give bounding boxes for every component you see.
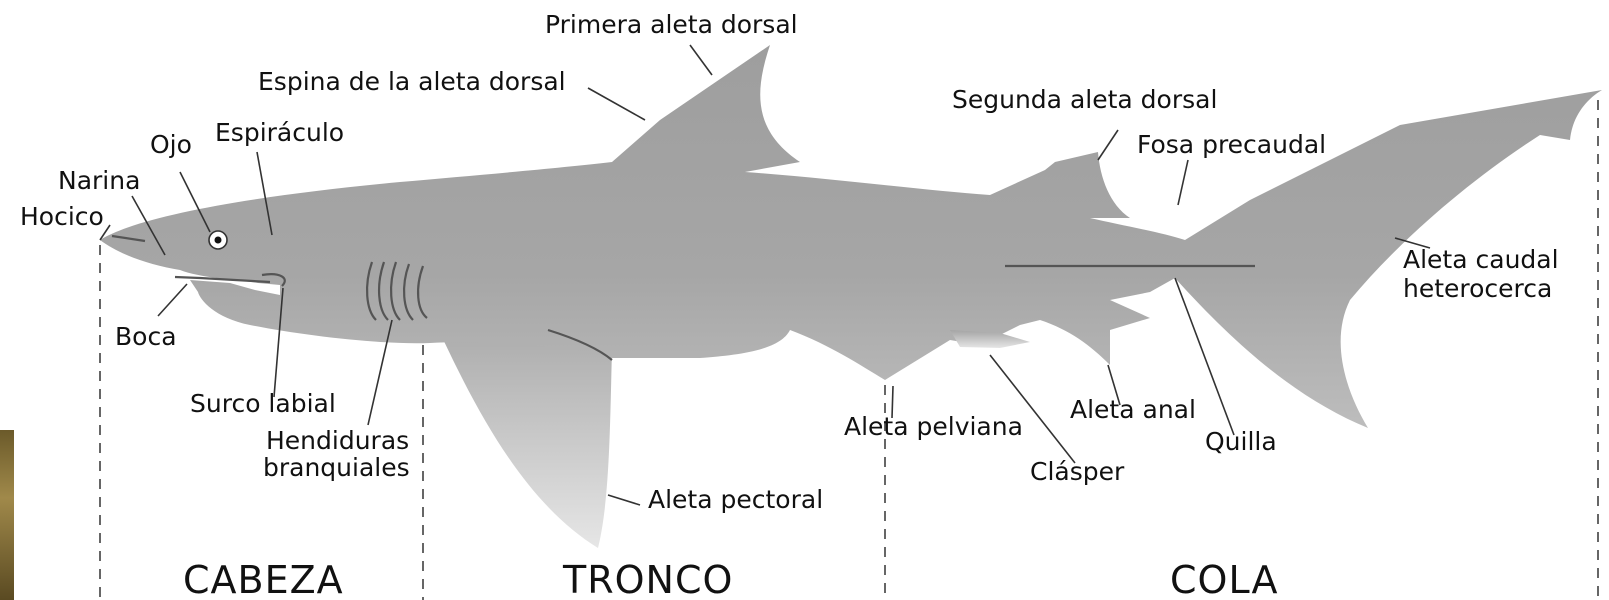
label-hendiduras-1: Hendiduras bbox=[266, 426, 409, 455]
label-espiraculo: Espiráculo bbox=[215, 118, 344, 147]
label-aleta-caudal-1: Aleta caudal bbox=[1403, 245, 1559, 274]
label-hocico: Hocico bbox=[20, 202, 104, 231]
label-segunda-aleta-dorsal: Segunda aleta dorsal bbox=[952, 85, 1217, 114]
eye-pupil bbox=[215, 237, 222, 244]
label-fosa-precaudal: Fosa precaudal bbox=[1137, 130, 1326, 159]
label-aleta-pelviana: Aleta pelviana bbox=[844, 412, 1023, 441]
label-aleta-anal: Aleta anal bbox=[1070, 395, 1196, 424]
region-tronco: TRONCO bbox=[562, 558, 733, 600]
label-clasper: Clásper bbox=[1030, 457, 1125, 486]
label-surco-labial: Surco labial bbox=[190, 389, 336, 418]
label-narina: Narina bbox=[58, 166, 140, 195]
label-primera-aleta-dorsal: Primera aleta dorsal bbox=[545, 10, 798, 39]
region-cola: COLA bbox=[1170, 558, 1278, 600]
leader-espina bbox=[588, 88, 645, 120]
leader-primera-aleta bbox=[690, 45, 712, 75]
label-espina-aleta-dorsal: Espina de la aleta dorsal bbox=[258, 67, 566, 96]
leader-fosa bbox=[1178, 160, 1188, 205]
label-hendiduras-2: branquiales bbox=[263, 453, 410, 482]
label-aleta-caudal-2: heterocerca bbox=[1403, 274, 1552, 303]
region-cabeza: CABEZA bbox=[183, 558, 344, 600]
clasper-shape bbox=[950, 330, 1030, 348]
leader-clasper bbox=[990, 355, 1075, 463]
leader-boca bbox=[158, 284, 187, 316]
label-quilla: Quilla bbox=[1205, 427, 1277, 456]
label-ojo: Ojo bbox=[150, 130, 192, 159]
label-aleta-pectoral: Aleta pectoral bbox=[648, 485, 823, 514]
shark-body-shape bbox=[100, 45, 1602, 428]
leader-segunda-aleta bbox=[1098, 130, 1118, 160]
label-boca: Boca bbox=[115, 322, 177, 351]
leader-pectoral bbox=[608, 495, 640, 505]
